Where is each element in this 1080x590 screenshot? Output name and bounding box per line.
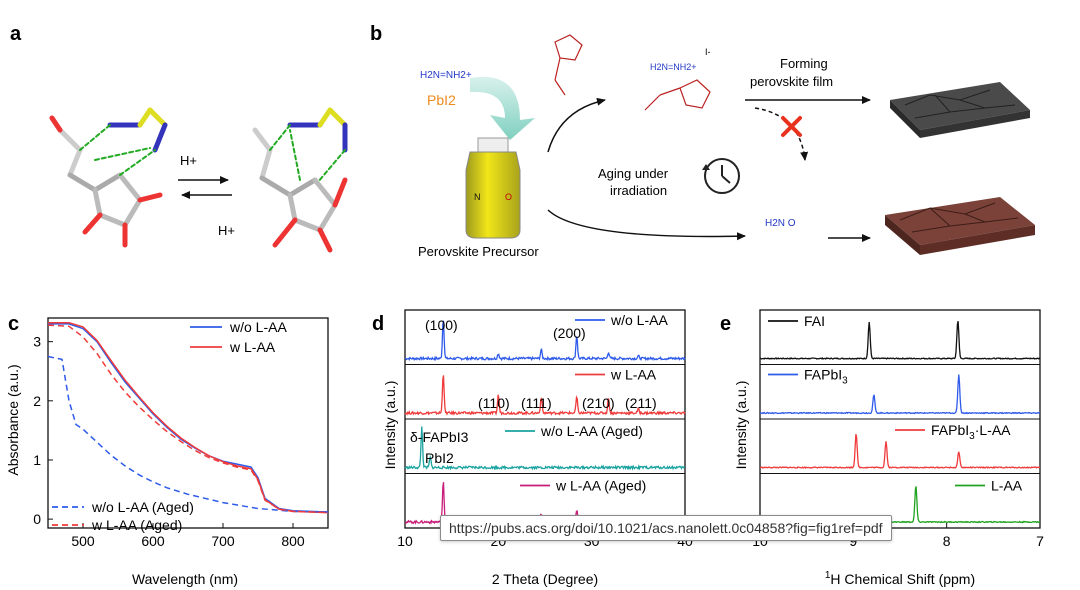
chart-c-xtick-label: 800 (281, 533, 305, 549)
chart-c-legend-label: w/o L-AA (229, 319, 287, 335)
chart-d-legend-label: w L-AA (610, 367, 657, 383)
aging-label-2: irradiation (610, 183, 667, 198)
chart-e-legend-label: L-AA (991, 478, 1023, 494)
chart-e-legend-label: FAPbI3 (804, 367, 848, 387)
chart-e-legend-label: FAPbI3·L-AA (931, 422, 1011, 442)
h-plus-bottom: H+ (218, 223, 235, 238)
chart-c-ytick-label: 1 (33, 452, 41, 468)
chart-c-ytick-label: 0 (33, 511, 41, 527)
chart-c-series-line (48, 321, 329, 514)
chart-d-legend-label: w L-AA (Aged) (555, 478, 646, 494)
h-plus-top: H+ (180, 153, 197, 168)
ascorbic-acid-molecules (554, 34, 711, 111)
annotation-100: (100) (425, 317, 458, 333)
annotation-111: (111) (521, 395, 552, 411)
chart-e-series-line (759, 434, 1041, 469)
panel-label-d: d (372, 313, 384, 335)
clock-icon (702, 158, 740, 194)
iodide-label: I- (705, 47, 711, 57)
panel-label-a: a (10, 23, 22, 45)
chart-d-xlabel: 2 Theta (Degree) (492, 571, 598, 587)
chart-e-series-line (759, 321, 1041, 360)
chart-d-series-line (404, 320, 686, 362)
panel-label-e: e (720, 313, 731, 335)
chart-c-series-line (48, 323, 329, 513)
perovskite-film-label: perovskite film (750, 74, 833, 89)
chart-d-legend-label: w/o L-AA (Aged) (540, 423, 643, 439)
chart-c-xlabel: Wavelength (nm) (132, 571, 238, 587)
pbi2-label: PbI2 (427, 92, 456, 108)
chart-c-ytick-label: 2 (33, 393, 41, 409)
chart-c-ytick-label: 3 (33, 334, 41, 350)
url-tooltip: https://pubs.acs.org/doi/10.1021/acs.nan… (440, 515, 892, 541)
chart-c-legend-label: w L-AA (229, 339, 276, 355)
aging-label-1: Aging under (598, 166, 669, 181)
panel-label-c: c (8, 313, 19, 335)
chart-c-legend-label: w L-AA (Aged) (91, 517, 182, 533)
chart-d-series-line (404, 375, 686, 416)
svg-text:O: O (505, 192, 512, 202)
chart-c-ylabel: Absorbance (a.u.) (5, 364, 21, 475)
chart-c-axes: 500 600 700 800 0 1 2 3 (33, 317, 329, 549)
forming-label: Forming (780, 56, 828, 71)
annotation-pbi2: PbI2 (425, 450, 454, 466)
chart-c-legend: w/o L-AA w L-AA w/o L-AA (Aged) w L-AA (Age… (52, 319, 287, 533)
fa-cation-label: H2N=NH2+ (420, 70, 472, 81)
chart-c-series-line (47, 355, 329, 513)
chart-e-xtick-label: 7 (1036, 533, 1044, 549)
chart-e-legend-label: FAI (804, 313, 825, 329)
formamide-label: H2N O (765, 218, 796, 229)
chart-d-ylabel: Intensity (a.u.) (382, 381, 398, 470)
chart-d-series-line (404, 426, 686, 471)
chart-c-series (47, 321, 329, 514)
chart-d-legend-label: w/o L-AA (610, 312, 668, 328)
annotation-110: (110) (478, 395, 510, 411)
precursor-label: Perovskite Precursor (418, 244, 539, 259)
panel-label-b: b (370, 23, 382, 45)
annotation-200: (200) (553, 325, 586, 341)
chart-c-xtick-label: 700 (211, 533, 235, 549)
chart-d-xtick-label: 10 (397, 533, 413, 549)
chart-c-series-line (47, 324, 329, 514)
chart-e-ylabel: Intensity (a.u.) (733, 381, 749, 470)
molecule-right (252, 107, 348, 253)
cross-mark (781, 116, 802, 137)
aged-film (885, 197, 1035, 255)
chart-e-xtick-label: 8 (943, 533, 951, 549)
chart-c-frame (47, 317, 329, 529)
mixing-arrow (470, 76, 535, 140)
chart-e-series-line (759, 374, 1041, 415)
molecule-left (49, 107, 168, 248)
precursor-vial: N O (465, 137, 521, 239)
annotation-delta-fapbi3: δ-FAPbI3 (410, 429, 469, 445)
chart-e-xlabel: 1H Chemical Shift (ppm) (825, 570, 975, 587)
chart-e-xtick-label: 9 (849, 533, 857, 549)
panel-b-schematic: H2N=NH2+ PbI2 N O Perovskite Precursor H… (418, 34, 1035, 259)
chart-d-series: w/o L-AA w L-AA w/o L-AA (Aged) w L-AA (Age… (404, 312, 686, 526)
chart-c-xtick-label: 500 (71, 533, 95, 549)
chart-d-annotations: (100) (200) (110) (111) (210) (211) δ-FA… (410, 317, 657, 466)
fresh-film (890, 82, 1030, 138)
svg-text:N: N (474, 192, 481, 202)
panel-a-molecules: H+ H+ (49, 107, 348, 253)
annotation-210: (210) (582, 395, 615, 411)
chart-c-legend-label: w/o L-AA (Aged) (91, 499, 194, 515)
chart-c-xtick-label: 600 (141, 533, 165, 549)
annotation-211: (211) (625, 395, 657, 411)
fa-cation-product: H2N=NH2+ (650, 62, 697, 72)
